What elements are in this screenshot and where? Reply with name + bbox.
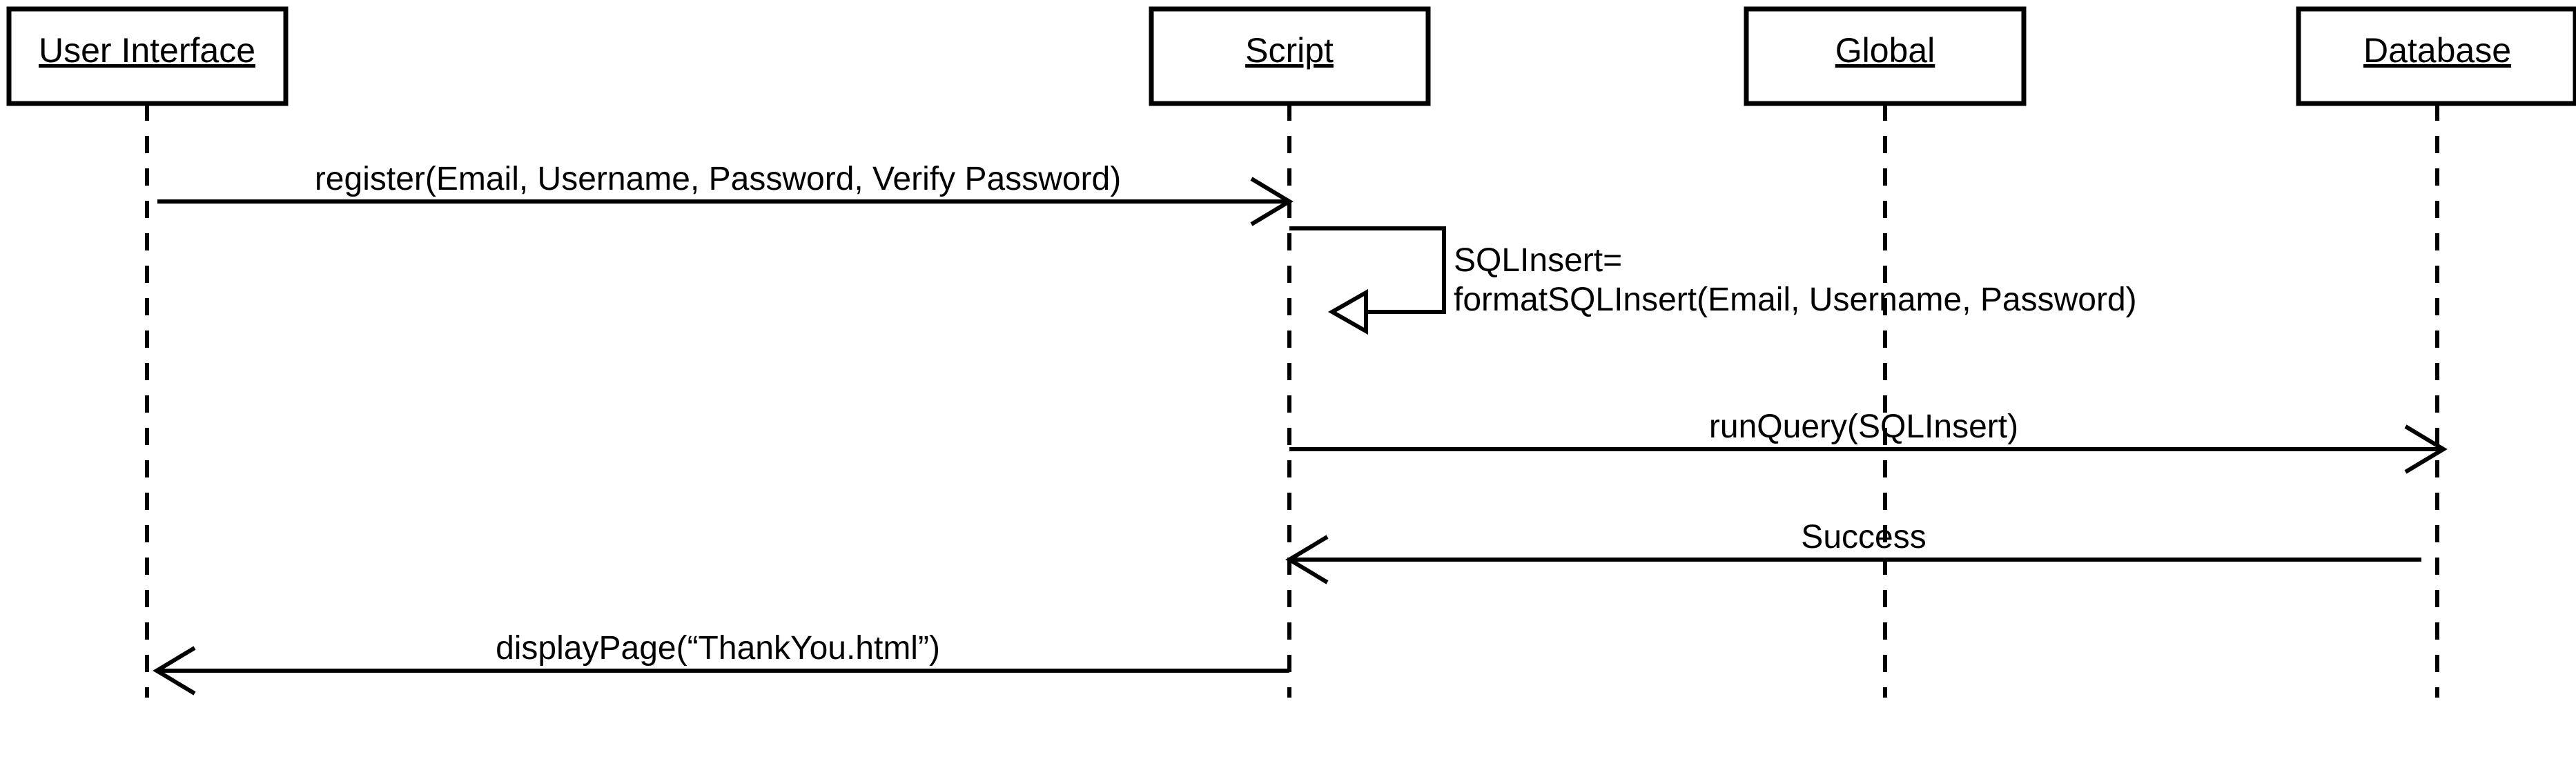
arrowhead-left-triangle-icon [1327,288,1368,335]
lifeline-label-script: Script [1245,31,1334,70]
lifeline-label-global: Global [1835,31,1935,70]
lifeline-head-user-interface: User Interface [6,6,289,106]
arrowhead-right-open-icon [1250,177,1294,226]
message-register: register(Email, Username, Password, Veri… [157,161,1294,226]
message-display-page: displayPage(“ThankYou.html”) [153,630,1289,696]
message-label-register: register(Email, Username, Password, Veri… [315,161,1121,197]
message-label-display-page: displayPage(“ThankYou.html”) [496,630,940,667]
message-label-sql-insert-line2: formatSQLInsert(Email, Username, Passwor… [1454,282,2137,318]
lifeline-head-script: Script [1149,6,1431,106]
lifeline-label-user-interface: User Interface [39,31,255,70]
lifeline-head-box-database [2296,6,2576,106]
arrowhead-left-open-icon [1285,535,1329,584]
message-format-sql-insert: SQLInsert= formatSQLInsert(Email, Userna… [1289,226,2137,335]
message-label-success: Success [1801,519,1926,555]
message-run-query: runQuery(SQLInsert) [1289,408,2448,474]
lifeline-head-box-script [1149,6,1431,106]
arrowhead-left-open-icon [153,646,196,696]
lifeline-head-database: Database [2296,6,2576,106]
arrowhead-right-open-icon [2404,424,2448,474]
message-self-loop [1289,226,1446,314]
lifeline-label-database: Database [2363,31,2511,70]
lifeline-heads: User Interface Script Global Database [6,6,2576,106]
message-label-sql-insert-line1: SQLInsert= [1454,242,1622,279]
lifeline-head-global: Global [1744,6,2027,106]
lifeline-head-box-global [1744,6,2027,106]
message-label-run-query: runQuery(SQLInsert) [1709,408,2018,445]
lifeline-head-box-user-interface [6,6,289,106]
message-success: Success [1285,519,2421,584]
